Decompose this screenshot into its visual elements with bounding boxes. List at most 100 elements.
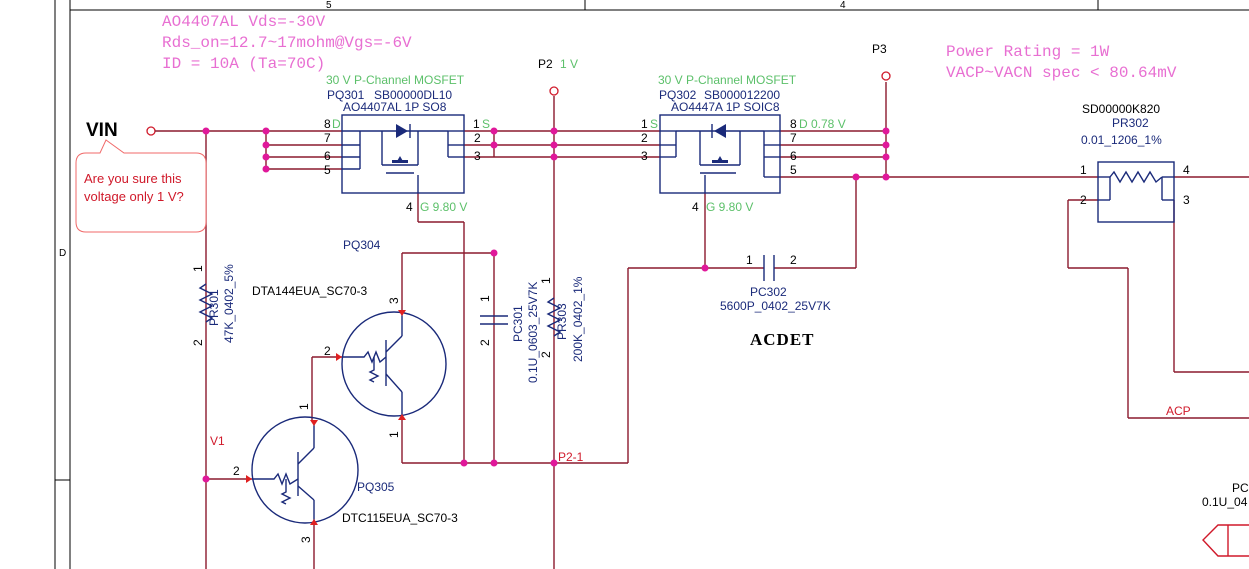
- pc301-capacitor: [480, 315, 508, 325]
- pq301-gate-voltage: G 9.80 V: [420, 200, 467, 214]
- pc302-ref: PC302: [750, 285, 787, 299]
- pr302-value: 0.01_1206_1%: [1081, 133, 1162, 147]
- pq302-gate-voltage: G 9.80 V: [706, 200, 753, 214]
- pq302-pn: SB000012200: [704, 88, 780, 102]
- pq305-pin-1: 1: [297, 403, 311, 410]
- pc302-pin-1: 1: [746, 253, 753, 267]
- pc302-capacitor: [763, 255, 775, 281]
- spec-note-1: AO4407AL Vds=-30V: [162, 13, 326, 31]
- pq302-pin-s: S: [650, 117, 658, 131]
- pr302-pin-2: 2: [1080, 193, 1087, 207]
- junctions: [202, 127, 890, 483]
- pq304-pin-3: 3: [387, 297, 401, 304]
- spec-note-2: Rds_on=12.7~17mohm@Vgs=-6V: [162, 34, 412, 52]
- frame-col-4: 4: [840, 0, 846, 11]
- pr303-resistor: [546, 297, 562, 337]
- probe-p2-label: P2: [538, 57, 553, 71]
- pc302-pin-2: 2: [790, 253, 797, 267]
- pq302-mosfet: [659, 114, 781, 194]
- pq302-desc: 30 V P-Channel MOSFET: [658, 73, 797, 87]
- pq302-pin-5: 5: [790, 163, 797, 177]
- pr302-pin-3: 3: [1183, 193, 1190, 207]
- probe-p3-marker: [881, 71, 891, 81]
- pq302-drain-voltage: D 0.78 V: [799, 117, 846, 131]
- pr302-pin-1: 1: [1080, 163, 1087, 177]
- net-acp: ACP: [1166, 404, 1191, 418]
- pc302-value: 5600P_0402_25V7K: [720, 299, 831, 313]
- pq301-pin-7: 7: [324, 131, 331, 145]
- pq301-pn: SB00000DL10: [374, 88, 452, 102]
- pq301-desc: 30 V P-Channel MOSFET: [326, 73, 465, 87]
- pq301-pin-6: 6: [324, 149, 331, 163]
- callout-line-2: voltage only 1 V?: [84, 189, 184, 204]
- pr303-ref: PR303: [555, 303, 569, 340]
- net-v1: V1: [210, 434, 225, 448]
- vin-label: VIN: [86, 120, 118, 141]
- pr301-pin-1: 1: [191, 265, 205, 272]
- probe-p2-1-label: P2-1: [558, 450, 584, 464]
- pq304-pin-2: 2: [324, 344, 331, 358]
- pq301-ref: PQ301: [327, 88, 365, 102]
- pr302-ref: PR302: [1112, 116, 1149, 130]
- sheet-frame: 5 4 D: [54, 0, 1249, 569]
- partial-pc-value: 0.1U_04: [1202, 495, 1248, 509]
- pq301-pin-2: 2: [474, 131, 481, 145]
- pq305-part: DTC115EUA_SC70-3: [342, 511, 458, 525]
- vin-callout[interactable]: Are you sure this voltage only 1 V?: [75, 139, 207, 233]
- pq301-pin-s: S: [482, 117, 490, 131]
- pq301-part: AO4407AL 1P SO8: [343, 100, 447, 114]
- probe-p2-marker: [549, 86, 559, 96]
- callout-line-1: Are you sure this: [84, 171, 182, 186]
- spec-note-3: ID = 10A (Ta=70C): [162, 55, 325, 73]
- frame-col-5: 5: [326, 0, 332, 11]
- pq302-pin-6: 6: [790, 149, 797, 163]
- pq301-pin-d: D: [332, 117, 341, 131]
- power-note-1: Power Rating = 1W: [946, 43, 1110, 61]
- pq304-part: DTA144EUA_SC70-3: [252, 284, 367, 298]
- pq302-part: AO4447A 1P SOIC8: [671, 100, 780, 114]
- pq302-pin-1: 1: [641, 117, 648, 131]
- pq302-pin-8: 8: [790, 117, 797, 131]
- pq304-transistor: [336, 310, 447, 420]
- pr303-pin-1: 1: [539, 277, 553, 284]
- pq304-ref: PQ304: [343, 238, 381, 252]
- pq302-pin-7: 7: [790, 131, 797, 145]
- pr301-pin-2: 2: [191, 339, 205, 346]
- pq302-pin-2: 2: [641, 131, 648, 145]
- pc301-value: 0.1U_0603_25V7K: [526, 282, 540, 383]
- pq305-pin-2: 2: [233, 464, 240, 478]
- pq302-pin-4: 4: [692, 200, 699, 214]
- partial-port-arrow: [1202, 524, 1249, 557]
- pc301-pin-1: 1: [478, 295, 492, 302]
- power-note-2: VACP~VACN spec < 80.64mV: [946, 64, 1177, 82]
- pr302-pn: SD00000K820: [1082, 102, 1160, 116]
- vin-port: [146, 126, 156, 136]
- partial-pc-ref: PC: [1232, 481, 1249, 495]
- pr302-pin-4: 4: [1183, 163, 1190, 177]
- pq301-pin-1: 1: [473, 117, 480, 131]
- probe-p3-label: P3: [872, 42, 887, 56]
- pq305-transistor: [246, 416, 359, 525]
- pq302-pin-3: 3: [641, 149, 648, 163]
- pc301-pin-2: 2: [478, 339, 492, 346]
- frame-row-d: D: [59, 248, 66, 259]
- pr302-resistor: [1097, 161, 1175, 223]
- pc301-ref: PC301: [511, 305, 525, 342]
- pq301-pin-3: 3: [474, 149, 481, 163]
- pq304-pin-1: 1: [387, 431, 401, 438]
- pq305-ref: PQ305: [357, 480, 395, 494]
- pr301-resistor: [198, 283, 214, 323]
- pq302-ref: PQ302: [659, 88, 697, 102]
- pr303-value: 200K_0402_1%: [571, 276, 585, 362]
- pr301-ref: PR301: [207, 289, 221, 326]
- pr301-value: 47K_0402_5%: [222, 264, 236, 343]
- pr303-pin-2: 2: [539, 351, 553, 358]
- wires: [155, 82, 1249, 569]
- pq301-pin-8: 8: [324, 117, 331, 131]
- pq305-pin-3: 3: [299, 536, 313, 543]
- net-acdet: ACDET: [750, 330, 815, 349]
- pq301-pin-5: 5: [324, 163, 331, 177]
- probe-p2-voltage: 1 V: [560, 57, 578, 71]
- pq301-mosfet: [341, 114, 465, 194]
